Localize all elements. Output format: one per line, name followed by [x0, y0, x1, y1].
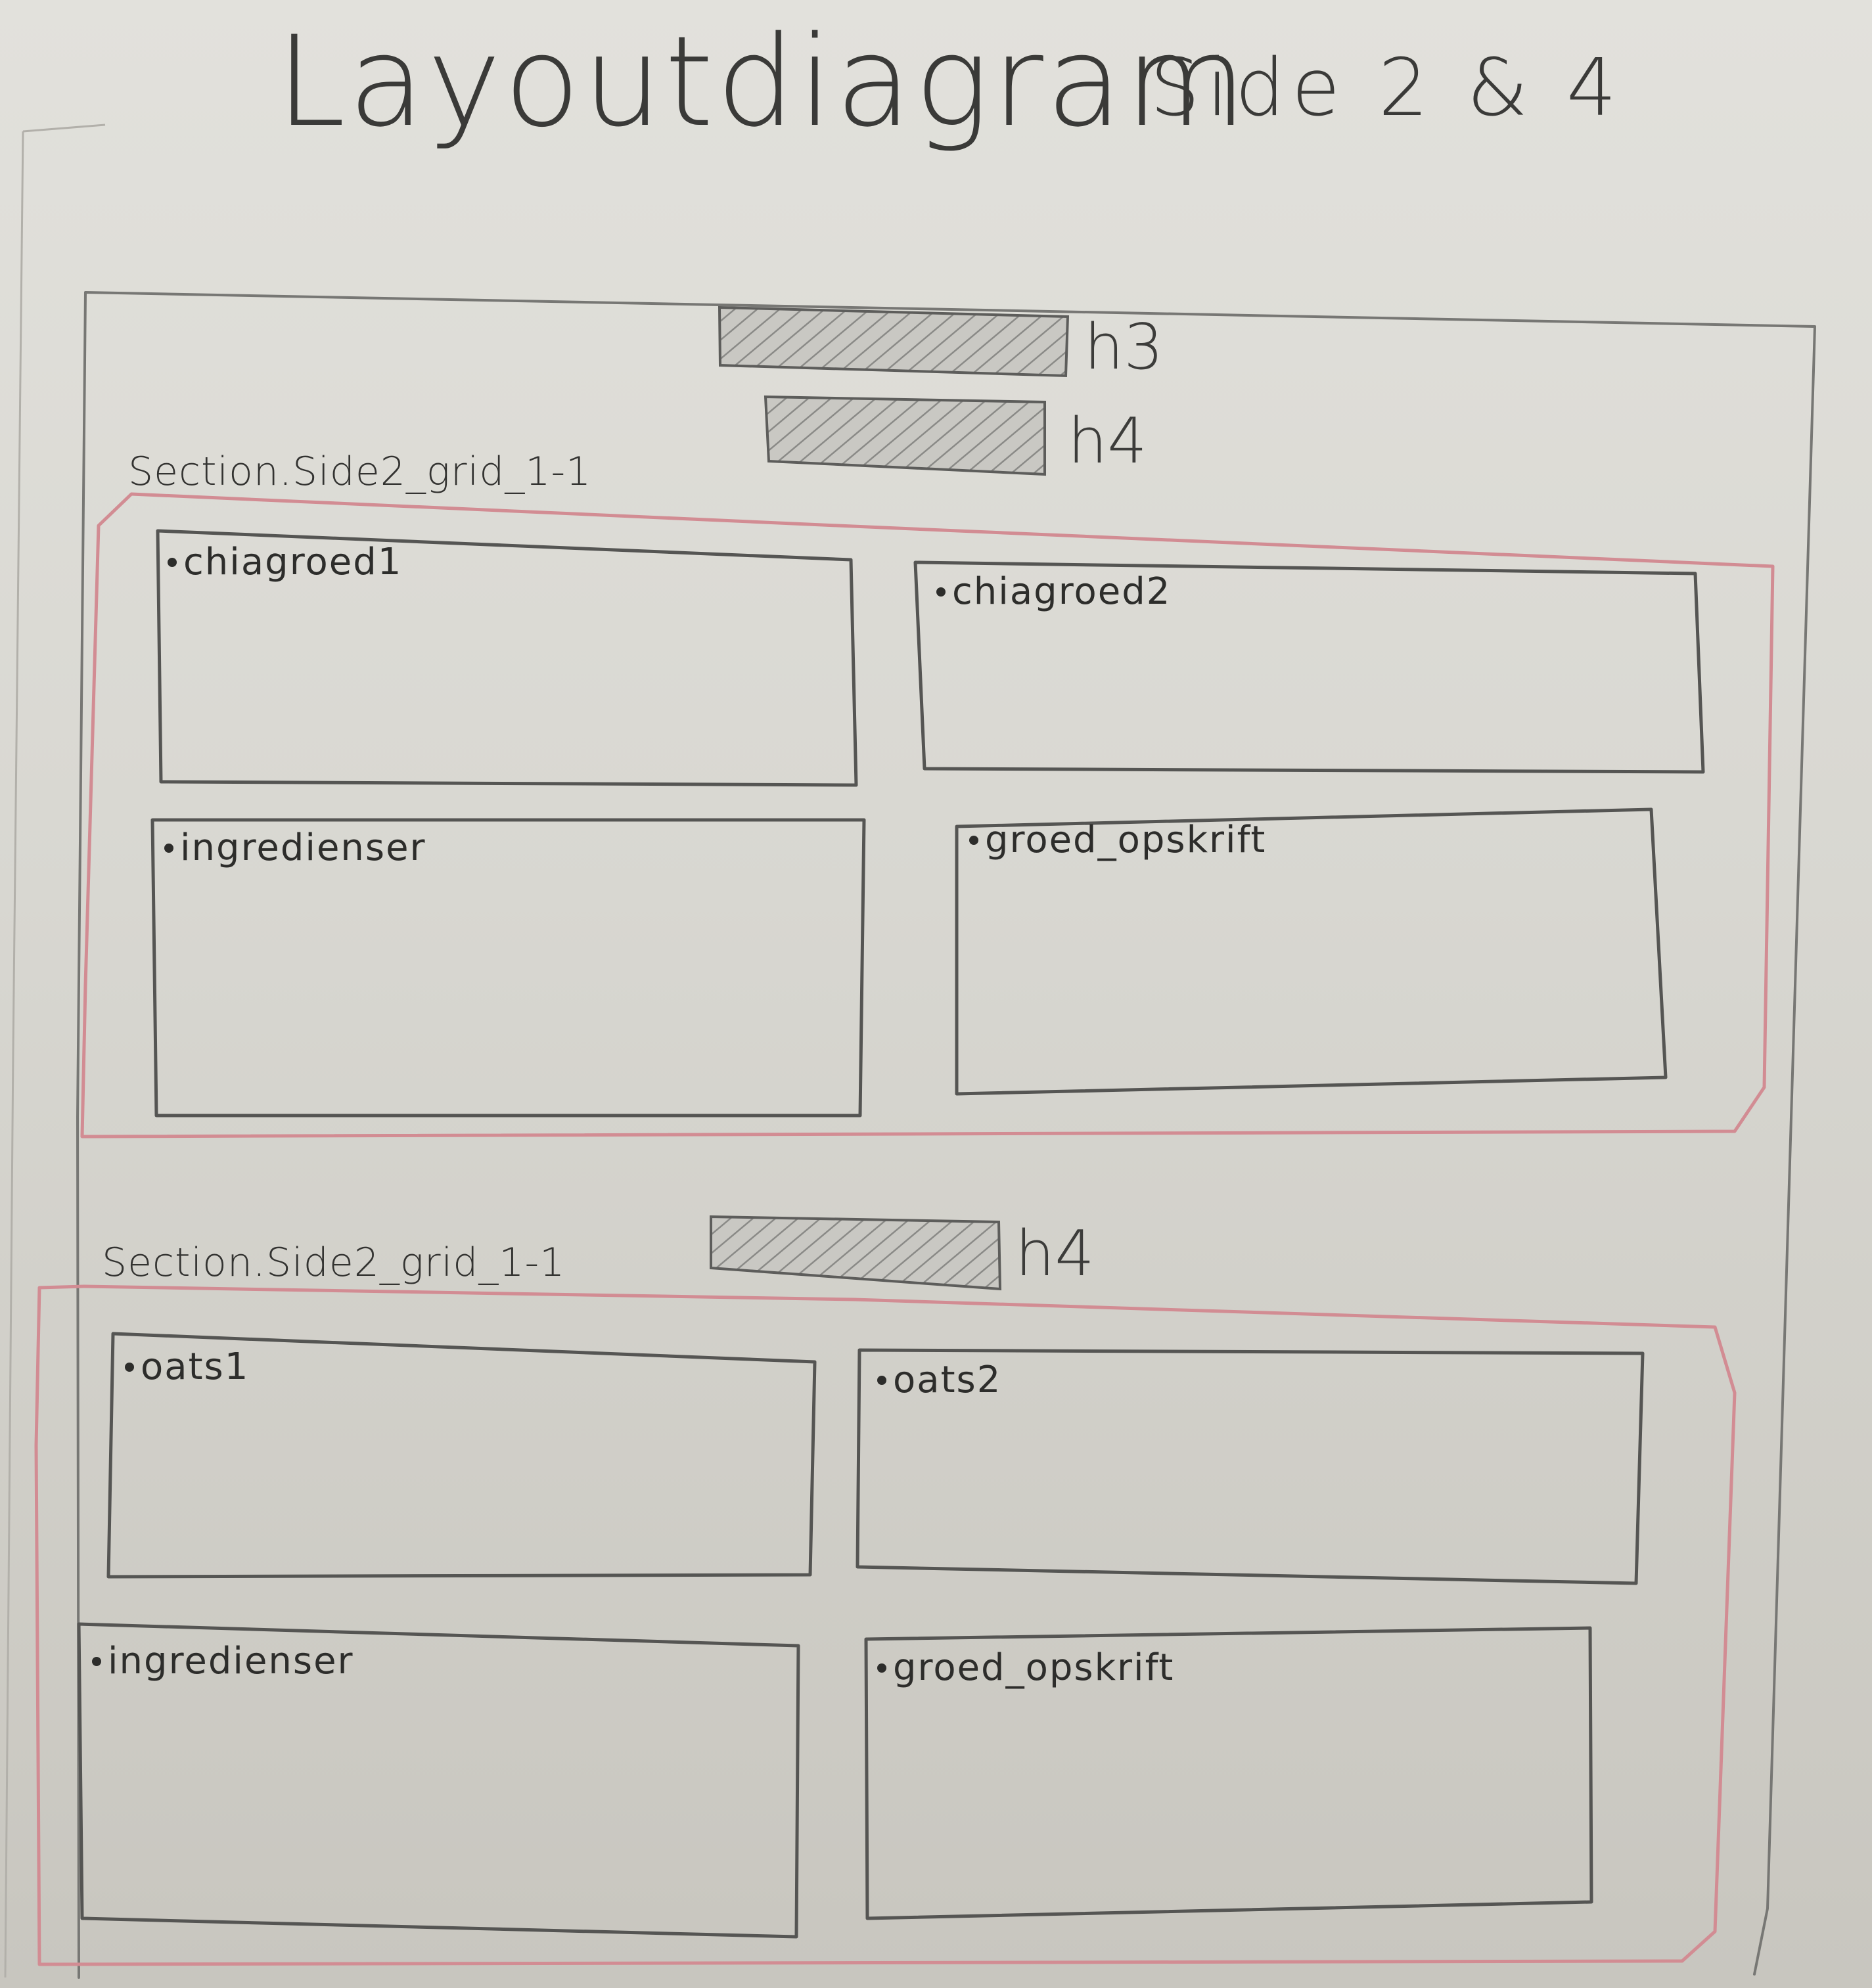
h3-placeholder	[718, 305, 1070, 378]
card-oats1-label: oats1	[125, 1347, 249, 1386]
h3-tag: h3	[1084, 311, 1164, 384]
card-chiagroed2-label: chiagroed2	[936, 572, 1171, 610]
page-title: Layoutdiagram	[276, 9, 1250, 154]
card-ingredienser-2-label: ingredienser	[92, 1641, 354, 1680]
h4-tag-top: h4	[1068, 405, 1147, 478]
card-oats2-label: oats2	[877, 1360, 1001, 1399]
card-ingredienser-1-label: ingredienser	[164, 828, 426, 867]
bullet-icon	[164, 843, 173, 853]
card-oats2-frame	[856, 1348, 1645, 1585]
card-oats1-frame	[106, 1332, 817, 1579]
card-ingredienser-2-frame	[77, 1622, 800, 1939]
section-1-name: Section.Side2_grid_1-1	[128, 449, 592, 495]
card-chiagroed2-frame	[913, 560, 1705, 774]
h4-placeholder-bottom	[710, 1215, 1002, 1291]
section-1-outline	[80, 492, 1775, 1139]
bullet-icon	[125, 1362, 134, 1372]
page-subtitle: Side 2 & 4	[1150, 43, 1624, 134]
bullet-icon	[877, 1663, 886, 1673]
card-chiagroed1-frame	[156, 529, 858, 787]
card-groed-opskrift-1-frame	[955, 807, 1668, 1096]
h4-tag-bottom: h4	[1015, 1218, 1095, 1290]
card-groed-opskrift-2-label: groed_opskrift	[877, 1648, 1174, 1686]
bullet-icon	[92, 1656, 101, 1666]
card-groed-opskrift-1-label: groed_opskrift	[969, 820, 1266, 859]
card-groed-opskrift-2-frame	[864, 1626, 1593, 1920]
bullet-icon	[877, 1375, 886, 1385]
section-2-name: Section.Side2_grid_1-1	[102, 1240, 566, 1286]
section-2-outline	[34, 1284, 1737, 1966]
card-chiagroed1-label: chiagroed1	[168, 542, 402, 581]
bullet-icon	[936, 587, 946, 597]
h4-placeholder-top	[764, 395, 1046, 476]
bullet-icon	[168, 557, 177, 567]
bullet-icon	[969, 835, 978, 845]
card-ingredienser-1-frame	[150, 818, 866, 1118]
paper-edge	[4, 124, 106, 1978]
